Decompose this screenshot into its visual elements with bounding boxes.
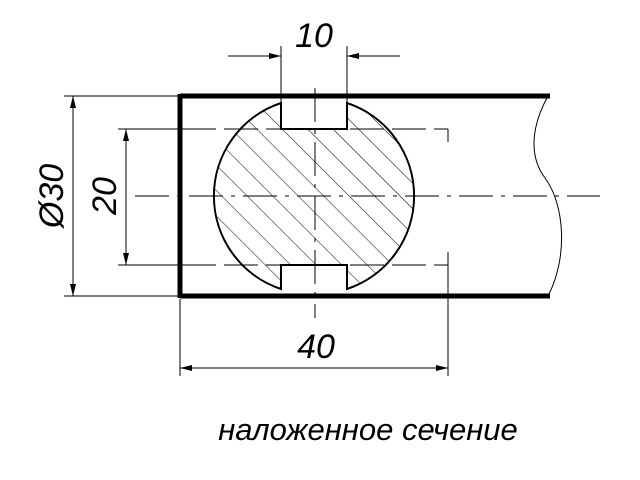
dimension-diameter-label: Ø30: [33, 164, 71, 229]
drawing-caption: наложенное сечение: [218, 412, 518, 447]
section-outline: [212, 101, 416, 291]
break-line: [533, 95, 562, 297]
dimension-diameter: [64, 95, 178, 297]
dimension-flat-height: [118, 128, 178, 266]
dimension-bottom-length: [179, 265, 449, 376]
dimension-bottom-length-label: 40: [297, 328, 335, 366]
center-lines: [135, 88, 600, 318]
dimension-top-width-label: 10: [295, 17, 333, 55]
dimension-top-width: [228, 46, 400, 103]
flat-dashed-lines: [182, 128, 449, 266]
dimension-flat-height-label: 20: [86, 177, 124, 216]
